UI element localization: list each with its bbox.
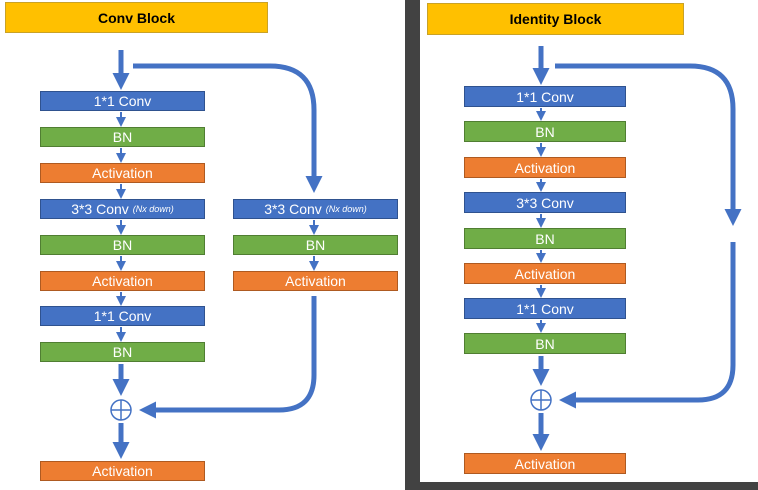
label: BN <box>112 129 133 145</box>
label: Activation <box>92 165 153 181</box>
label: BN <box>535 123 555 140</box>
panel-divider-bottom <box>405 482 758 490</box>
conv-block-title: Conv Block <box>5 2 268 33</box>
identity-block-title: Identity Block <box>427 3 684 35</box>
label: BN <box>305 237 326 253</box>
identity-conv1x1-a: 1*1 Conv <box>464 86 626 107</box>
label: Activation <box>514 455 576 472</box>
label: Activation <box>514 159 576 176</box>
conv-main-bn-b: BN <box>40 235 205 255</box>
label: Activation <box>285 273 346 289</box>
label: BN <box>535 335 555 352</box>
conv-main-bn-c: BN <box>40 342 205 362</box>
label-suffix: (Nx down) <box>132 204 174 214</box>
conv-main-bn-a: BN <box>40 127 205 147</box>
identity-bn-b: BN <box>464 228 626 249</box>
identity-activation-a: Activation <box>464 157 626 178</box>
label: 3*3 Conv <box>264 201 322 217</box>
conv-main-conv1x1-b: 1*1 Conv <box>40 306 205 326</box>
label: Activation <box>514 265 576 282</box>
identity-activation-b: Activation <box>464 263 626 284</box>
identity-bn-c: BN <box>464 333 626 354</box>
conv-shortcut-bn: BN <box>233 235 398 255</box>
label: 3*3 Conv <box>71 201 129 217</box>
conv-add-icon <box>110 399 132 421</box>
label: 3*3 Conv <box>516 194 574 211</box>
identity-conv3x3: 3*3 Conv <box>464 192 626 213</box>
conv-shortcut-arrows <box>133 63 323 419</box>
label: BN <box>112 237 133 253</box>
label: 1*1 Conv <box>93 93 152 109</box>
identity-conv1x1-b: 1*1 Conv <box>464 298 626 319</box>
label: Activation <box>92 273 153 289</box>
identity-bn-a: BN <box>464 121 626 142</box>
identity-add-icon <box>530 389 552 411</box>
conv-main-conv3x3: 3*3 Conv (Nx down) <box>40 199 205 219</box>
conv-main-activation-a: Activation <box>40 163 205 183</box>
conv-main-conv1x1-a: 1*1 Conv <box>40 91 205 111</box>
label: BN <box>112 344 133 360</box>
conv-shortcut-activation: Activation <box>233 271 398 291</box>
label-suffix: (Nx down) <box>325 204 367 214</box>
conv-shortcut-conv3x3: 3*3 Conv (Nx down) <box>233 199 398 219</box>
conv-main-activation-b: Activation <box>40 271 205 291</box>
identity-output-activation: Activation <box>464 453 626 474</box>
label: 1*1 Conv <box>516 300 574 317</box>
label: 1*1 Conv <box>516 88 574 105</box>
conv-output-activation: Activation <box>40 461 205 481</box>
identity-shortcut-arrows <box>555 63 742 409</box>
label: 1*1 Conv <box>93 308 152 324</box>
label: Activation <box>92 463 153 479</box>
label: BN <box>535 230 555 247</box>
panel-divider <box>405 0 420 490</box>
